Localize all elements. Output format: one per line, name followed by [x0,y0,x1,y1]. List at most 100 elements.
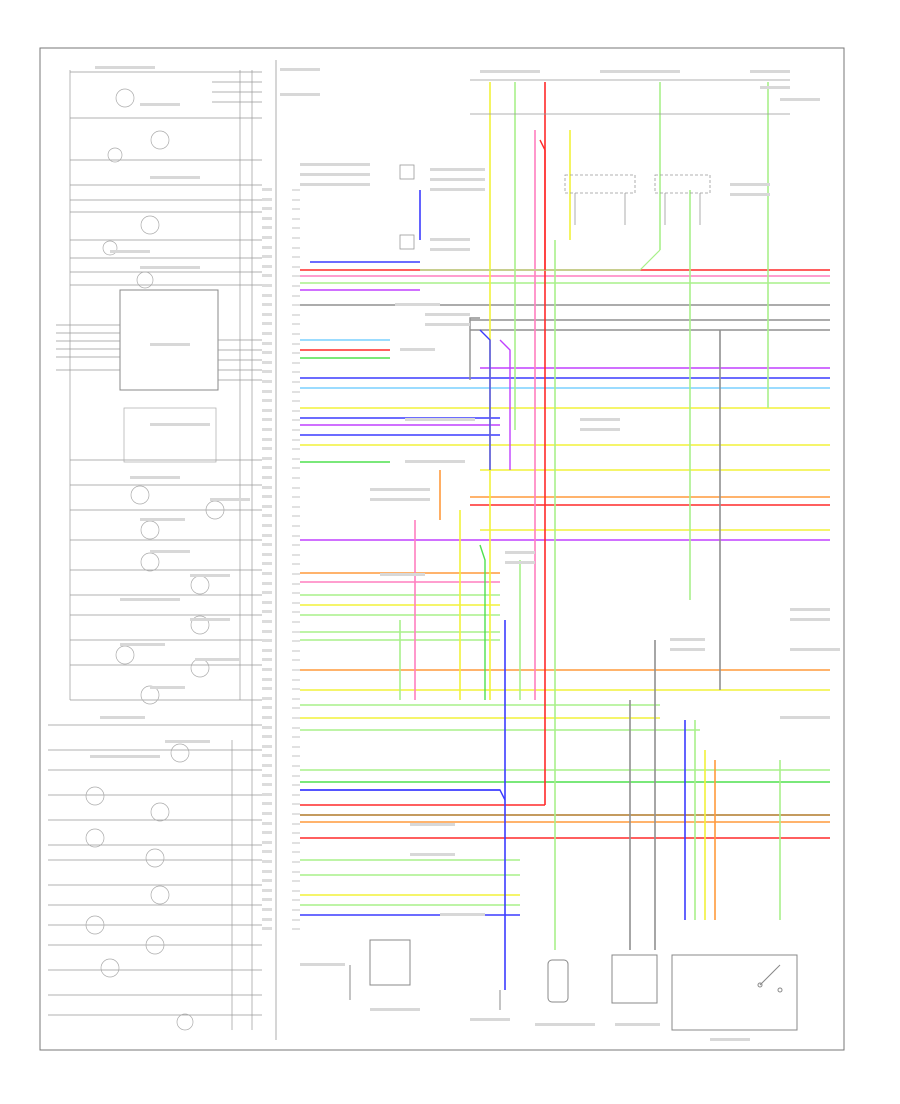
illegible-label-mark [150,686,185,689]
left-module-panel [48,70,262,1030]
illegible-pin-label-mark [262,908,272,911]
illegible-label-mark [480,70,540,73]
illegible-pin-label-mark [262,418,272,421]
illegible-pin-label-mark [262,370,272,373]
illegible-label-mark [395,303,440,306]
main-relay-body [671,954,798,1031]
illegible-pin-label-mark [262,889,272,892]
illegible-label-mark [670,648,705,651]
illegible-pin-label-mark [262,754,272,757]
illegible-label-mark [300,163,370,166]
illegible-pin-label-mark [262,409,272,412]
illegible-label-mark [280,93,320,96]
illegible-label-mark [140,103,180,106]
illegible-label-mark [410,823,455,826]
illegible-pin-label-mark [262,351,272,354]
illegible-label-mark [370,498,430,501]
illegible-pin-label-mark [262,918,272,921]
illegible-pin-label-mark [262,630,272,633]
illegible-pin-label-mark [262,303,272,306]
illegible-label-mark [190,574,230,577]
colored-wire-bundle [300,82,830,990]
illegible-label-mark [405,460,465,463]
illegible-label-mark [100,716,145,719]
illegible-pin-label-mark [262,678,272,681]
illegible-label-mark [535,1023,595,1026]
illegible-pin-label-mark [262,870,272,873]
illegible-label-mark [780,716,830,719]
illegible-pin-label-mark [262,582,272,585]
illegible-pin-label-mark [262,735,272,738]
illegible-label-mark [120,598,180,601]
illegible-label-mark [370,488,430,491]
illegible-pin-label-mark [262,697,272,700]
illegible-label-mark [430,188,485,191]
illegible-pin-label-mark [262,745,272,748]
illegible-label-mark [615,1023,660,1026]
illegible-label-mark [430,238,470,241]
faint-text-placeholders [90,66,840,1041]
illegible-pin-label-mark [262,524,272,527]
illegible-pin-label-mark [262,639,272,642]
ecm-connector-pins [292,189,300,930]
illegible-label-mark [580,428,620,431]
illegible-label-mark [150,343,190,346]
diagram-frame [39,47,845,1051]
illegible-pin-label-mark [262,812,272,815]
illegible-label-mark [410,853,455,856]
illegible-pin-label-mark [262,927,272,930]
illegible-label-mark [730,193,770,196]
illegible-label-mark [165,740,210,743]
illegible-label-mark [140,518,185,521]
illegible-pin-label-mark [262,486,272,489]
illegible-label-mark [750,70,790,73]
illegible-pin-label-mark [262,361,272,364]
illegible-pin-label-mark [262,399,272,402]
illegible-label-mark [790,618,830,621]
harness-wire [539,139,546,270]
illegible-label-mark [425,323,470,326]
illegible-label-mark [505,561,535,564]
illegible-label-mark [405,418,475,421]
illegible-label-mark [300,173,370,176]
illegible-pin-label-mark [262,207,272,210]
illegible-label-mark [430,178,485,181]
harness-wire [420,249,661,271]
left-panel-symbols [85,88,225,1031]
illegible-label-mark [110,250,150,253]
illegible-label-mark [470,1018,510,1021]
illegible-pin-label-mark [262,226,272,229]
illegible-label-mark [120,643,165,646]
illegible-label-mark [150,176,200,179]
harness-wire [300,789,506,801]
illegible-pin-label-mark [262,658,272,661]
illegible-pin-label-mark [262,841,272,844]
illegible-label-mark [90,755,160,758]
illegible-pin-label-mark [262,898,272,901]
illegible-label-mark [150,550,190,553]
illegible-pin-label-mark [262,831,272,834]
illegible-pin-label-mark [262,764,272,767]
illegible-pin-label-mark [262,534,272,537]
illegible-label-mark [790,648,840,651]
illegible-pin-label-mark [262,476,272,479]
top-relay-area [399,79,790,250]
illegible-label-mark [300,183,370,186]
illegible-pin-label-mark [262,428,272,431]
illegible-pin-label-mark [262,447,272,450]
illegible-pin-label-mark [262,236,272,239]
illegible-pin-label-mark [262,783,272,786]
illegible-pin-label-mark [262,793,272,796]
illegible-label-mark [130,476,180,479]
illegible-pin-label-mark [262,380,272,383]
illegible-pin-label-mark [262,188,272,191]
harness-wire [499,339,511,470]
illegible-label-mark [190,618,230,621]
illegible-label-mark [430,248,470,251]
illegible-pin-label-mark [262,543,272,546]
illegible-pin-label-mark [262,198,272,201]
illegible-pin-label-mark [262,822,272,825]
illegible-pin-label-mark [262,620,272,623]
